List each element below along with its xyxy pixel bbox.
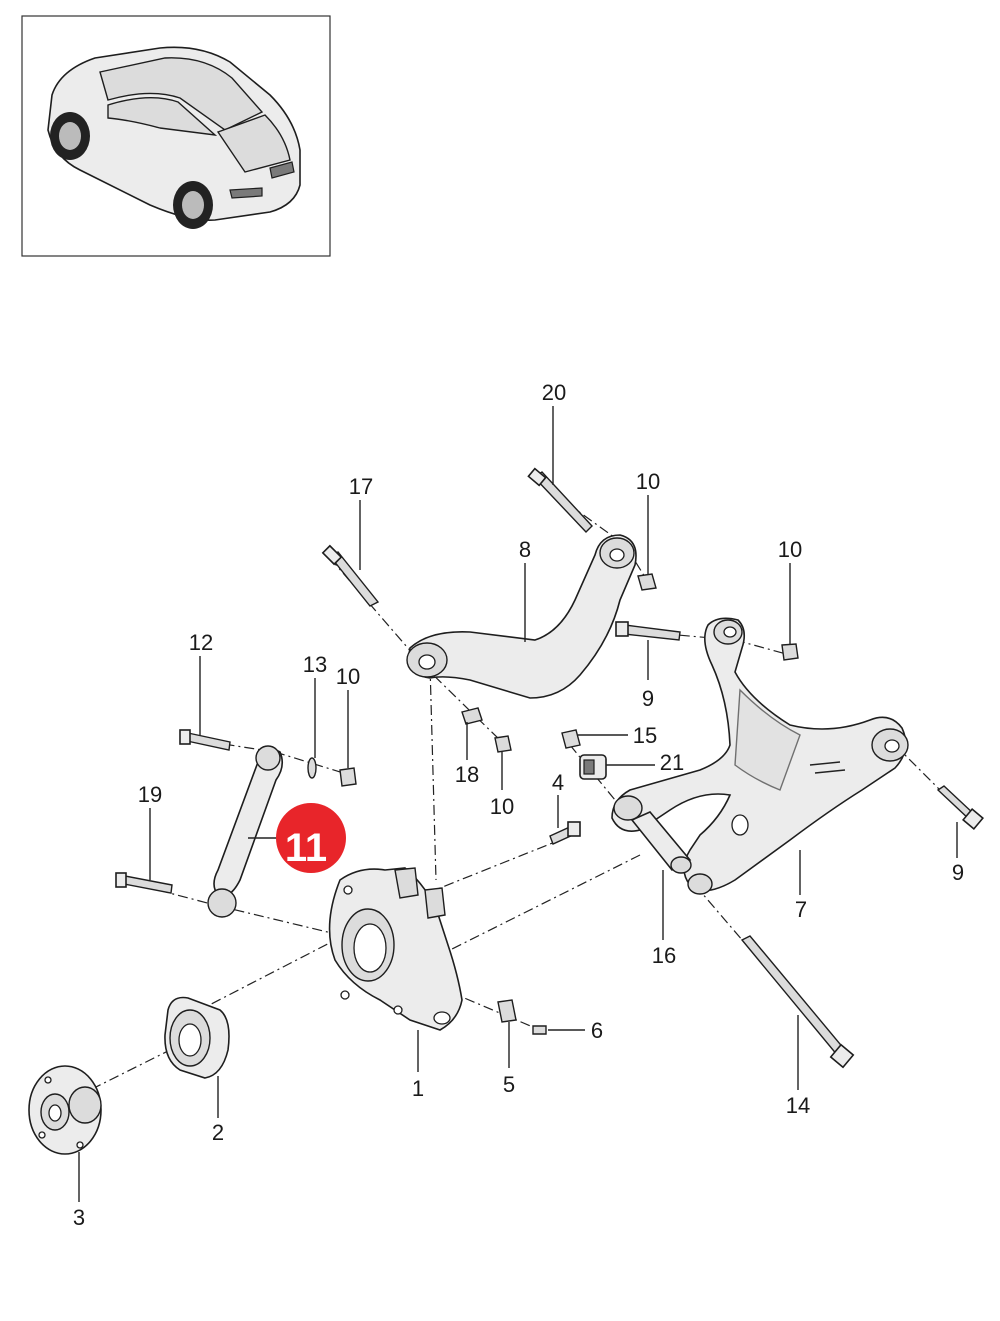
suv-car-icon — [47, 46, 301, 229]
nut-10-far-right[interactable] — [781, 643, 799, 661]
callout-4[interactable]: 4 — [552, 770, 564, 795]
callout-20[interactable]: 20 — [542, 380, 566, 405]
clip-15[interactable] — [561, 729, 581, 749]
bushing-16[interactable] — [630, 811, 692, 874]
callout-7[interactable]: 7 — [795, 897, 807, 922]
callout-13[interactable]: 13 — [303, 652, 327, 677]
callout-15[interactable]: 15 — [633, 723, 657, 748]
callout-17[interactable]: 17 — [349, 474, 373, 499]
callout-9[interactable]: 9 — [642, 686, 654, 711]
lower-control-arm-7[interactable] — [611, 617, 909, 895]
bolt-9-right[interactable] — [936, 785, 984, 830]
callout-16[interactable]: 16 — [652, 943, 676, 968]
callout-14[interactable]: 14 — [786, 1093, 810, 1118]
nut-10-middle[interactable] — [494, 735, 512, 753]
callout-9[interactable]: 9 — [952, 860, 964, 885]
callout-10[interactable]: 10 — [778, 537, 802, 562]
highlighted-callout-11[interactable]: 11 — [276, 803, 346, 873]
callout-10[interactable]: 10 — [490, 794, 514, 819]
callout-3[interactable]: 3 — [73, 1205, 85, 1230]
callout-18[interactable]: 18 — [455, 762, 479, 787]
highlight-label: 11 — [285, 826, 327, 870]
bushing-21[interactable] — [579, 754, 607, 780]
bolt-4[interactable] — [549, 821, 581, 845]
toe-link-11[interactable] — [207, 745, 284, 918]
vehicle-thumbnail[interactable] — [21, 15, 331, 257]
sensor-5[interactable] — [497, 999, 517, 1023]
callout-labels: 20 17 10 8 10 12 13 10 9 15 21 18 10 19 … — [73, 380, 964, 1230]
callout-21[interactable]: 21 — [660, 750, 684, 775]
bolt-17[interactable] — [321, 544, 380, 607]
callout-10[interactable]: 10 — [636, 469, 660, 494]
wheel-bearing-2[interactable] — [164, 996, 230, 1079]
bolt-20[interactable] — [527, 467, 593, 534]
callout-8[interactable]: 8 — [519, 537, 531, 562]
callout-6[interactable]: 6 — [591, 1018, 603, 1043]
leader-lines — [78, 406, 958, 1202]
wheel-carrier-1[interactable] — [328, 867, 463, 1031]
washer-18[interactable] — [461, 707, 483, 725]
washer-13[interactable] — [307, 757, 317, 779]
callout-12[interactable]: 12 — [189, 630, 213, 655]
wheel-hub-3[interactable] — [28, 1065, 102, 1155]
callout-19[interactable]: 19 — [138, 782, 162, 807]
callout-1[interactable]: 1 — [412, 1076, 424, 1101]
callout-5[interactable]: 5 — [503, 1072, 515, 1097]
upper-control-arm-8[interactable] — [406, 534, 637, 699]
bolt-9-upper[interactable] — [615, 621, 681, 641]
nut-10-upper-right[interactable] — [637, 573, 657, 591]
callout-2[interactable]: 2 — [212, 1120, 224, 1145]
callout-10[interactable]: 10 — [336, 664, 360, 689]
bolt-12[interactable] — [179, 729, 231, 751]
bolt-19[interactable] — [115, 872, 173, 894]
bolt-14[interactable] — [740, 935, 855, 1069]
nut-10-left[interactable] — [339, 767, 357, 787]
screw-6[interactable] — [532, 1025, 547, 1035]
